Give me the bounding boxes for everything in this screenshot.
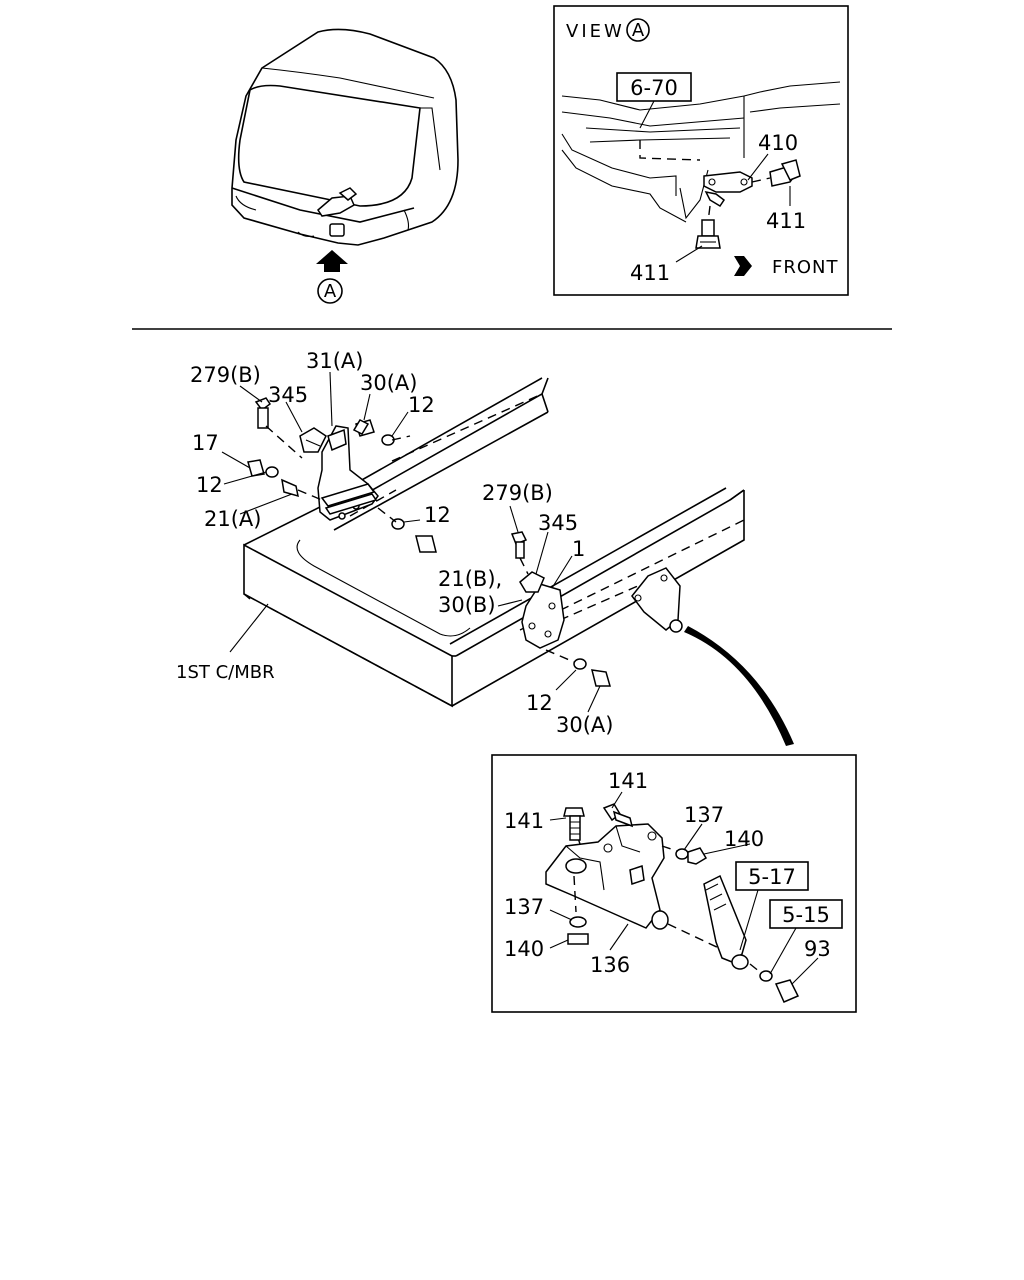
- label-410: 410: [758, 131, 798, 155]
- label-93: 93: [804, 937, 831, 961]
- label-345-left: 345: [268, 383, 308, 407]
- front-label: FRONT: [772, 257, 839, 278]
- frame-assembly: 279(B) 345 31(A) 30(A) 12 17 12 21(A) 12…: [176, 349, 794, 746]
- label-12-left: 12: [196, 473, 223, 497]
- view-title-marker-circle: [626, 18, 650, 42]
- label-136: 136: [590, 953, 630, 977]
- front-arrow-icon: [734, 256, 752, 276]
- view-title: VIEW: [566, 21, 625, 42]
- view-a-panel: VIEW A 6-70 410 411: [553, 5, 849, 296]
- detail-callout-arrow-icon: [684, 626, 794, 746]
- ref-label-5-17: 5-17: [748, 865, 796, 889]
- ref-box-5-17: [735, 861, 809, 891]
- label-31a: 31(A): [306, 349, 363, 373]
- ref-label-6-70: 6-70: [630, 76, 678, 100]
- label-137-left: 137: [504, 895, 544, 919]
- label-345-right: 345: [538, 511, 578, 535]
- ref-box-5-15: [769, 899, 843, 929]
- label-21b: 21(B),: [438, 567, 502, 591]
- view-marker-a-circle: [317, 278, 343, 304]
- label-141-top: 141: [608, 769, 648, 793]
- detail-panel: 5-17 5-15 141 141 137 140 137 140 136 93: [491, 754, 857, 1013]
- label-1: 1: [572, 537, 585, 561]
- cab-illustration: A: [231, 28, 459, 304]
- label-137-top: 137: [684, 803, 724, 827]
- label-140-top: 140: [724, 827, 764, 851]
- ref-label-5-15: 5-15: [782, 903, 830, 927]
- label-30b: 30(B): [438, 593, 496, 617]
- view-marker-a: A: [324, 281, 337, 302]
- label-411-right: 411: [766, 209, 806, 233]
- label-21a: 21(A): [204, 507, 261, 531]
- label-141-left: 141: [504, 809, 544, 833]
- view-direction-arrow-icon: [316, 250, 348, 272]
- label-279b-left: 279(B): [190, 363, 261, 387]
- label-140-left: 140: [504, 937, 544, 961]
- label-17: 17: [192, 431, 219, 455]
- label-12-mid: 12: [424, 503, 451, 527]
- label-30a-top: 30(A): [360, 371, 417, 395]
- label-1st-crossmember: 1ST C/MBR: [176, 662, 275, 683]
- label-411-bottom: 411: [630, 261, 670, 285]
- label-30a-bottom: 30(A): [556, 713, 613, 737]
- label-279b-right: 279(B): [482, 481, 553, 505]
- view-title-marker: A: [632, 20, 645, 41]
- label-12-bottom: 12: [526, 691, 553, 715]
- label-12-top: 12: [408, 393, 435, 417]
